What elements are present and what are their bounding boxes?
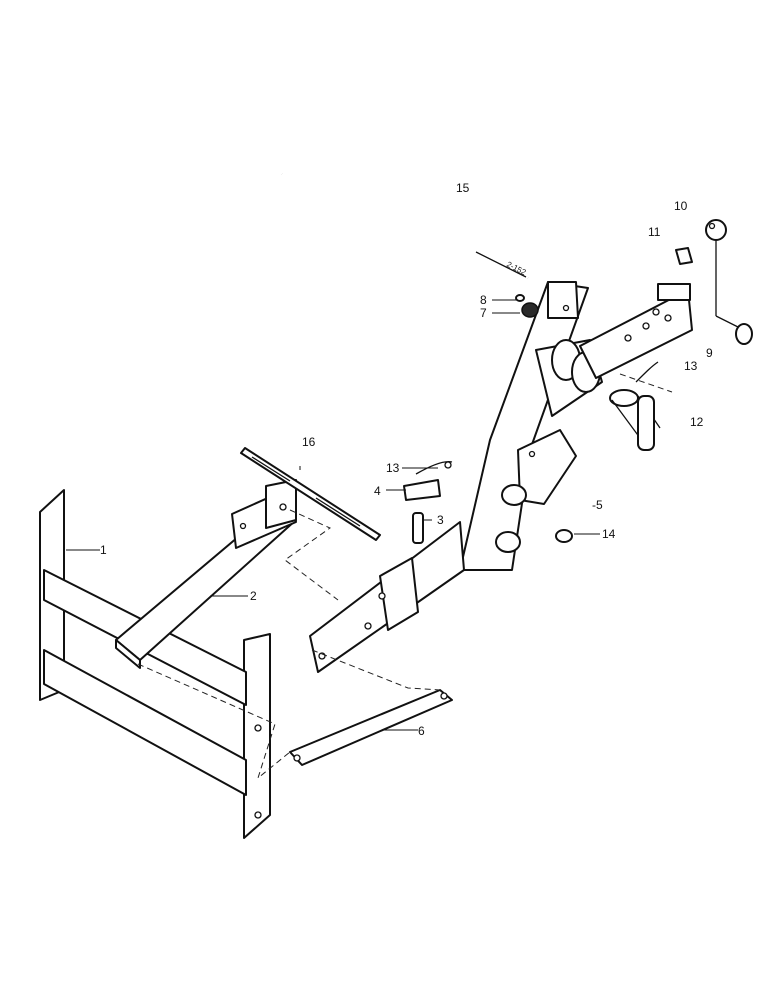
callout-9: 9: [706, 346, 713, 360]
part-7-washer: [521, 302, 539, 318]
callout-labels: 1 2 3 4 -5 6 7 8 9 10 11 12 13 13 14 15 …: [100, 181, 713, 738]
callout-5: -5: [592, 498, 603, 512]
part-8-nut: [515, 294, 525, 302]
part-9-lever: [705, 219, 753, 345]
callout-7: 7: [480, 306, 487, 320]
callout-15: 15: [456, 181, 470, 195]
callout-10: 10: [674, 199, 688, 213]
part-arm-plate: [309, 521, 465, 673]
callout-3: 3: [437, 513, 444, 527]
callout-6: 6: [418, 724, 425, 738]
rod-inscription: 2-152: [505, 260, 528, 278]
callout-11: 11: [648, 225, 661, 239]
part-15-bent-rod: [281, 172, 529, 280]
part-5-main-frame: [459, 281, 693, 571]
assembly-dashed-lines: [137, 373, 673, 780]
part-14-clip: [555, 529, 573, 543]
callout-2: 2: [250, 589, 257, 603]
callout-1: 1: [100, 543, 107, 557]
part-13-r-clip-upper: [635, 361, 659, 383]
callout-13-upper: 13: [684, 359, 698, 373]
callout-14: 14: [602, 527, 616, 541]
part-2-cross-beam: [115, 479, 297, 669]
part-13-r-clip: [415, 460, 453, 475]
part-11-pin: [675, 247, 693, 265]
part-16-threaded-rod: [240, 447, 381, 541]
callout-4: 4: [374, 484, 381, 498]
callout-8: 8: [480, 293, 487, 307]
callout-16: 16: [302, 435, 316, 449]
part-10-knob: [708, 222, 716, 230]
part-12-bushing: [609, 389, 661, 451]
part-6-link-arm: [289, 689, 453, 766]
part-4-clip: [403, 479, 441, 501]
callout-13-lower: 13: [386, 461, 400, 475]
callout-12: 12: [690, 415, 704, 429]
part-3-pin: [412, 512, 424, 544]
leader-lines: [66, 299, 600, 731]
